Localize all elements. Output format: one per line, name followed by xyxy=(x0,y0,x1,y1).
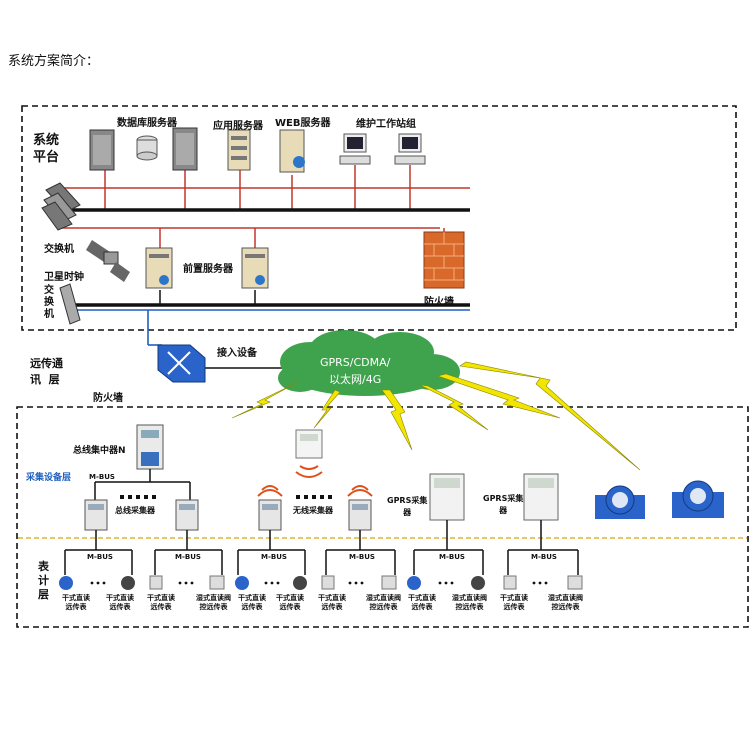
meter-type-label-7: 干式直读 远传表 xyxy=(318,594,346,611)
meter-type-label-8: 湿式直读阀 控远传表 xyxy=(366,594,401,611)
meter-type-label-10: 湿式直读阀 控远传表 xyxy=(452,594,487,611)
satellite-clock-label: 卫星时钟 xyxy=(44,272,84,283)
firewall-icon xyxy=(423,231,465,289)
meter-ellipsis-dots xyxy=(90,581,548,585)
system-platform-frame xyxy=(21,105,737,331)
ellipsis-dots xyxy=(120,495,332,499)
workstation-icon-1 xyxy=(339,133,371,165)
meter-type-label-3: 干式直读 远传表 xyxy=(147,594,175,611)
front-server-label: 前置服务器 xyxy=(183,264,233,275)
app-server-label: 应用服务器 xyxy=(213,121,263,132)
gprs-collector-label-1: GPRS采集 器 xyxy=(387,496,428,517)
db-storage-icon xyxy=(136,135,158,161)
water-meter-icon-1 xyxy=(595,485,645,519)
network-cloud-label: GPRS/CDMA/ 以太网/4G xyxy=(320,356,391,386)
front-server-icon-1 xyxy=(145,247,173,289)
bus-collector-icon-1 xyxy=(84,499,108,531)
db-server-icon-2 xyxy=(172,127,198,171)
db-server-label: 数据库服务器 xyxy=(117,118,177,129)
meter-mbus-label-4: M-BUS xyxy=(349,553,375,561)
bus-concentrator-label: 总线集中器N xyxy=(73,446,126,456)
wireless-signal-icon xyxy=(257,465,373,497)
gprs-collector-icon-1 xyxy=(429,473,465,521)
switch2-icon xyxy=(59,283,81,325)
meter-layer-label: 表 计 层 xyxy=(38,560,49,601)
water-meter-icon-2 xyxy=(672,480,724,518)
web-server-icon xyxy=(279,129,305,173)
wireless-collector-label: 无线采集器 xyxy=(293,506,333,515)
field-frame xyxy=(16,406,749,628)
meter-mbus-label-6: M-BUS xyxy=(531,553,557,561)
small-meter-icons xyxy=(59,575,583,590)
firewall-label-platform: 防火墙 xyxy=(424,297,454,308)
meter-type-label-2: 干式直读 远传表 xyxy=(106,594,134,611)
page-title: 系统方案简介： xyxy=(8,54,100,69)
server-red-links xyxy=(55,165,470,248)
maint-group-label: 维护工作站组 xyxy=(356,119,416,130)
web-server-label: WEB服务器 xyxy=(275,118,331,129)
satellite-icon xyxy=(86,240,130,282)
meter-buses xyxy=(64,520,579,575)
switch-label: 交换机 xyxy=(44,244,74,255)
app-server-icon xyxy=(227,129,251,171)
front-server-icon-2 xyxy=(241,247,269,289)
meter-mbus-label-2: M-BUS xyxy=(175,553,201,561)
workstation-icon-2 xyxy=(394,133,426,165)
meter-mbus-label-1: M-BUS xyxy=(87,553,113,561)
meter-type-label-12: 湿式直读阀 控远传表 xyxy=(548,594,583,611)
network-cloud-icon xyxy=(278,330,460,396)
meter-type-label-4: 湿式直读阀 控远传表 xyxy=(196,594,231,611)
collect-mbus-label: M-BUS xyxy=(89,473,115,481)
collect-layer-label: 采集设备层 xyxy=(26,473,72,483)
gprs-collector-label-2: GPRS采集 器 xyxy=(483,494,524,515)
bus-collector-icon-2 xyxy=(175,499,199,531)
wireless-collector-icon-1 xyxy=(258,499,282,531)
server-drops xyxy=(159,290,256,305)
meter-type-label-6: 干式直读 远传表 xyxy=(276,594,304,611)
switch2-label: 交 换 机 xyxy=(44,285,54,320)
wireless-collector-icon-2 xyxy=(348,499,372,531)
meter-mbus-label-3: M-BUS xyxy=(261,553,287,561)
system-platform-label: 系统 平台 xyxy=(33,133,60,165)
bus-concentrator-icon xyxy=(136,424,164,470)
bus-collector-label: 总线采集器 xyxy=(115,506,155,515)
gprs-collector-icon-2 xyxy=(523,473,559,521)
router-icon xyxy=(157,344,206,383)
meter-type-label-5: 干式直读 远传表 xyxy=(238,594,266,611)
meter-type-label-9: 干式直读 远传表 xyxy=(408,594,436,611)
meter-type-label-1: 干式直读 远传表 xyxy=(62,594,90,611)
wireless-meter-icon xyxy=(295,429,323,459)
meter-type-label-11: 干式直读 远传表 xyxy=(500,594,528,611)
firewall-label-remote: 防火墙 xyxy=(93,393,123,404)
switch-icon xyxy=(41,182,81,231)
access-device-label: 接入设备 xyxy=(217,348,257,359)
lightning-icons xyxy=(231,361,641,471)
remote-layer-label: 远传通 讯 层 xyxy=(30,357,63,386)
db-server-icon-1 xyxy=(89,129,115,171)
meter-mbus-label-5: M-BUS xyxy=(439,553,465,561)
